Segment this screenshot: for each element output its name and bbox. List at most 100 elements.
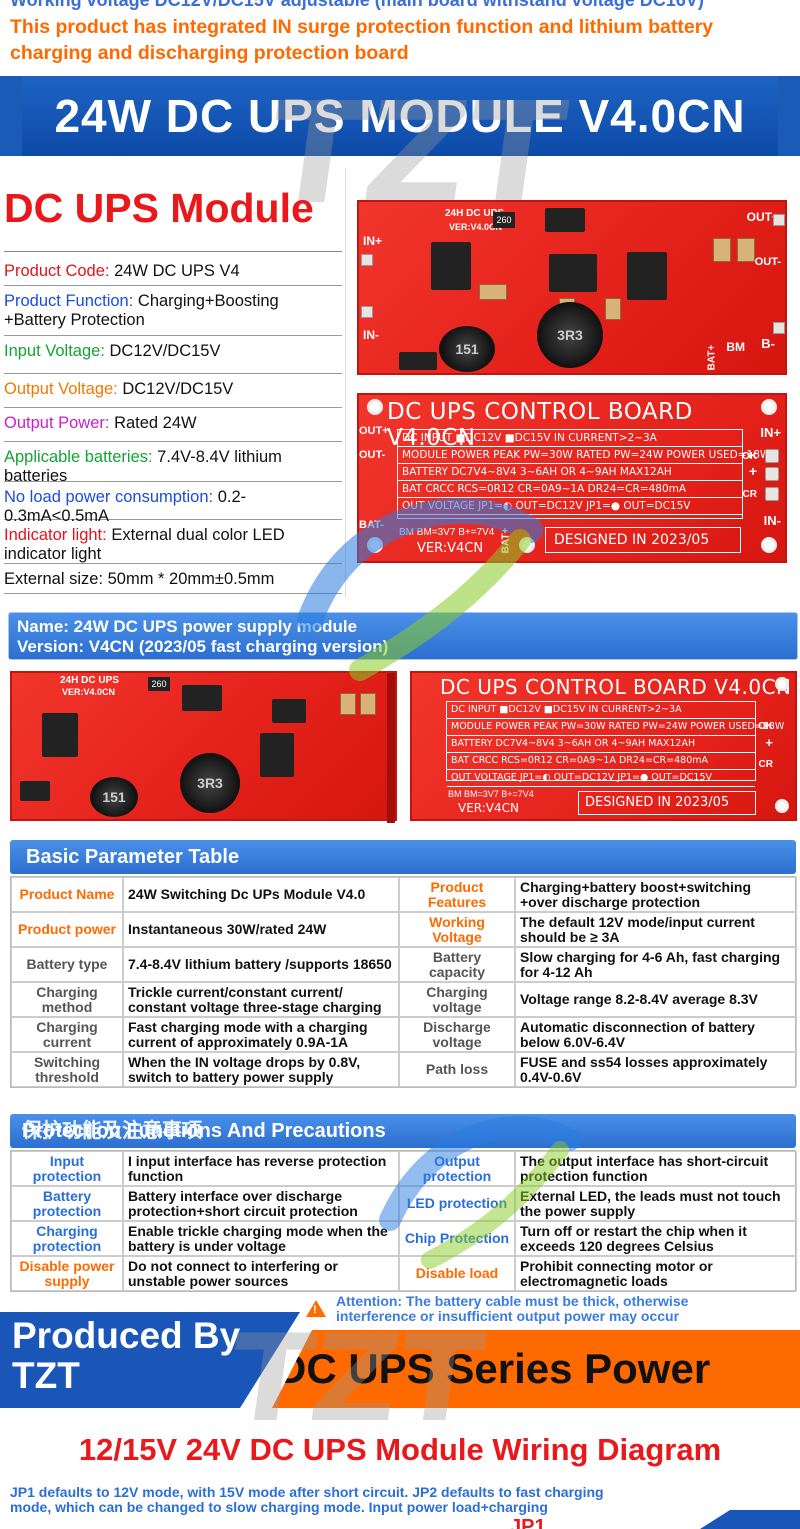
param-value: External LED, the leads must not touch t… bbox=[515, 1186, 797, 1221]
solder-pad bbox=[361, 306, 373, 318]
solder-pad bbox=[773, 322, 785, 334]
ic-chip bbox=[42, 713, 78, 757]
spec-row: No load power consumption: 0.2-0.3mA<0.5… bbox=[4, 484, 342, 525]
spec-value: 0.2-0.3mA<0.5mA bbox=[4, 488, 247, 525]
silk-bm-text: BM BM=3V7 B+=7V4 bbox=[448, 789, 534, 799]
param-label: Path loss bbox=[399, 1052, 515, 1087]
silkscreen-row: BAT CRCC RCS=0R12 CR=0A9~1A DR24=CR=480m… bbox=[447, 753, 755, 770]
silk-ok: OK bbox=[742, 451, 757, 462]
pcb-top-photo: 24H DC UPS VER:V4.0CN OUT+ OUT- IN+ IN- … bbox=[357, 200, 787, 375]
spec-key: Product Code: bbox=[4, 262, 110, 280]
silk-plus: + bbox=[765, 735, 773, 750]
control-board-title: DC UPS CONTROL BOARD V4.0CN bbox=[440, 675, 792, 699]
spec-value: 24W DC UPS V4 bbox=[109, 262, 240, 280]
param-label: Battery capacity bbox=[399, 947, 515, 982]
ic-chip bbox=[549, 254, 597, 292]
pcb-version: VER:V4.0CN bbox=[449, 222, 503, 232]
series-banner: DC UPS Series Power bbox=[272, 1330, 800, 1408]
cut-off-voltage-text: Working voltage DC12V/DC15V adjustable (… bbox=[10, 0, 704, 10]
pcb-top-photo-small: 24H DC UPS VER:V4.0CN 151 3R3 260 bbox=[10, 671, 397, 823]
mount-hole bbox=[775, 677, 789, 691]
silk-designed: DESIGNED IN 2023/05 bbox=[578, 791, 756, 815]
capacitor bbox=[479, 284, 507, 300]
spec-value: External dual color LED indicator light bbox=[4, 526, 285, 563]
swirl-green bbox=[421, 1141, 569, 1269]
spec-row: Applicable batteries: 7.4V-8.4V lithium … bbox=[4, 444, 342, 485]
capacitor bbox=[713, 238, 731, 262]
param-value: When the IN voltage drops by 0.8V, switc… bbox=[123, 1052, 399, 1087]
swirl-blue bbox=[297, 498, 543, 633]
param-value: FUSE and ss54 losses approximately 0.4V-… bbox=[515, 1052, 797, 1087]
led-pad bbox=[765, 487, 779, 501]
param-value: Battery interface over discharge protect… bbox=[123, 1186, 399, 1221]
resistor: 260 bbox=[148, 677, 170, 691]
param-value: Enable trickle charging mode when the ba… bbox=[123, 1221, 399, 1256]
silkscreen-row: BATTERY DC7V4~8V4 3~6AH OR 4~9AH MAX12AH bbox=[398, 464, 742, 481]
ic-chip bbox=[431, 242, 471, 290]
spec-value: Rated 24W bbox=[109, 414, 197, 432]
spec-title: DC UPS Module bbox=[4, 182, 342, 252]
pcb-label: 24H DC UPS bbox=[445, 208, 504, 219]
silk-bm-text: BM BM=3V7 B+=7V4 bbox=[399, 527, 495, 538]
param-value: Slow charging for 4-6 Ah, fast charging … bbox=[515, 947, 797, 982]
param-value: Fast charging mode with a charging curre… bbox=[123, 1017, 399, 1052]
pcb-in-minus: IN- bbox=[363, 328, 379, 342]
led-pad bbox=[765, 467, 779, 481]
inductor-151: 151 bbox=[439, 326, 495, 372]
pcb-edge-shadow bbox=[387, 673, 395, 823]
ic-chip bbox=[182, 685, 222, 711]
produced-by-banner: Produced By TZT bbox=[0, 1312, 300, 1408]
param-value: Turn off or restart the chip when it exc… bbox=[515, 1221, 797, 1256]
warning-mark: ! bbox=[313, 1304, 317, 1316]
protection-title: Protection Functions And Precautions bbox=[22, 1120, 386, 1142]
capacitor bbox=[360, 693, 376, 715]
param-value: 24W Switching Dc UPs Module V4.0 bbox=[123, 877, 399, 912]
spec-row: Indicator light: External dual color LED… bbox=[4, 522, 342, 564]
solder-pad bbox=[361, 254, 373, 266]
tzt-logo-swirl bbox=[379, 1116, 581, 1269]
protection-title-cn: 保护功能及注意事项 bbox=[22, 1120, 202, 1142]
pcb-in-plus: IN+ bbox=[363, 234, 383, 248]
silk-designed: DESIGNED IN 2023/05 bbox=[545, 527, 741, 553]
inductor-151: 151 bbox=[90, 777, 138, 817]
inductor-3r3: 3R3 bbox=[180, 753, 240, 813]
jp1-label: JP1 bbox=[510, 1516, 546, 1529]
spec-value: Charging+Boosting +Battery Protection bbox=[4, 292, 279, 329]
silk-ok: OK bbox=[758, 721, 773, 732]
param-label: Product Features bbox=[399, 877, 515, 912]
spec-row: Output Voltage: DC12V/DC15V bbox=[4, 376, 342, 408]
silkscreen-row: BATTERY DC7V4~8V4 3~6AH OR 4~9AH MAX12AH bbox=[447, 736, 755, 753]
tzt-watermark: TZT bbox=[220, 1310, 491, 1449]
param-label: Disable load bbox=[399, 1256, 515, 1291]
param-label: Working Voltage bbox=[399, 912, 515, 947]
spec-key: Output Power: bbox=[4, 414, 110, 432]
silkscreen-row: MODULE POWER PEAK PW=30W RATED PW=24W PO… bbox=[398, 447, 770, 464]
param-label: Product power bbox=[11, 912, 123, 947]
silkscreen-row: OUT VOLTAGE JP1=◐ OUT=DC12V JP1=● OUT=DC… bbox=[447, 770, 755, 787]
attention-note: Attention: The battery cable must be thi… bbox=[336, 1293, 689, 1324]
pcb-out-minus: OUT- bbox=[754, 256, 781, 268]
param-label: Charging current bbox=[11, 1017, 123, 1052]
wiring-diagram-title: 12/15V 24V DC UPS Module Wiring Diagram bbox=[78, 1432, 722, 1467]
param-label: Input protection bbox=[11, 1151, 123, 1186]
param-label: Switching threshold bbox=[11, 1052, 123, 1087]
spec-value: External size: 50mm * 20mm±0.5mm bbox=[4, 570, 275, 588]
param-label: Product Name bbox=[11, 877, 123, 912]
inductor-3r3: 3R3 bbox=[537, 302, 603, 368]
pcb-bm: BM bbox=[726, 340, 745, 354]
mount-hole bbox=[761, 537, 777, 553]
param-value: Trickle current/constant current/ consta… bbox=[123, 982, 399, 1017]
spec-panel bbox=[0, 168, 346, 598]
protection-table-title: 保护功能及注意事项 Protection Functions And Preca… bbox=[10, 1114, 796, 1148]
control-board-photo-small: DC UPS CONTROL BOARD V4.0CN DC INPUT ■DC… bbox=[410, 671, 797, 821]
spec-value: 7.4V-8.4V lithium batteries bbox=[4, 448, 282, 485]
param-label: Disable power supply bbox=[11, 1256, 123, 1291]
spec-row: Output Power: Rated 24W bbox=[4, 410, 342, 442]
param-label: Charging voltage bbox=[399, 982, 515, 1017]
capacitor bbox=[737, 238, 755, 262]
resistor: 260 bbox=[493, 212, 515, 228]
spec-key: Indicator light: bbox=[4, 526, 107, 544]
